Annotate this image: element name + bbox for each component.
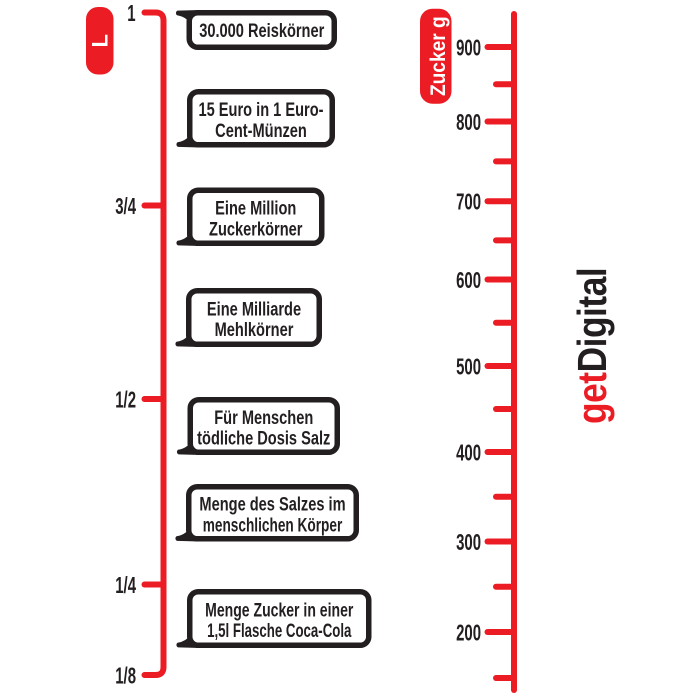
svg-text:1/8: 1/8 [115,663,136,689]
svg-text:700: 700 [456,190,481,216]
svg-text:30.000 Reiskörner: 30.000 Reiskörner [199,19,324,42]
svg-text:3/4: 3/4 [115,194,136,220]
svg-text:Für Menschen: Für Menschen [214,406,313,429]
svg-text:500: 500 [456,354,481,380]
svg-text:L: L [88,34,113,47]
svg-text:300: 300 [456,530,481,556]
svg-text:getDigital: getDigital [570,268,616,424]
svg-text:1/2: 1/2 [115,387,136,413]
svg-text:400: 400 [456,440,481,466]
svg-text:tödliche Dosis Salz: tödliche Dosis Salz [197,426,330,449]
svg-text:1: 1 [127,1,135,27]
svg-text:Zuckerkörner: Zuckerkörner [209,217,303,240]
svg-text:Eine Million: Eine Million [215,197,296,220]
svg-text:1,5l Flasche Coca-Cola: 1,5l Flasche Coca-Cola [207,619,352,641]
svg-text:Menge des Salzes im: Menge des Salzes im [199,493,345,516]
svg-text:Menge Zucker in einer: Menge Zucker in einer [205,599,354,621]
svg-text:Cent-Münzen: Cent-Münzen [215,119,307,142]
svg-text:600: 600 [456,268,481,294]
svg-text:1/4: 1/4 [115,573,136,599]
svg-text:Eine Milliarde: Eine Milliarde [207,297,301,320]
svg-text:15 Euro in 1 Euro-: 15 Euro in 1 Euro- [198,98,323,121]
svg-text:menschlichen Körper: menschlichen Körper [203,514,343,536]
svg-text:800: 800 [456,110,481,136]
svg-text:Zucker g: Zucker g [427,16,450,96]
svg-text:200: 200 [456,620,481,646]
svg-text:900: 900 [456,35,481,61]
svg-text:Mehlkörner: Mehlkörner [215,318,294,341]
